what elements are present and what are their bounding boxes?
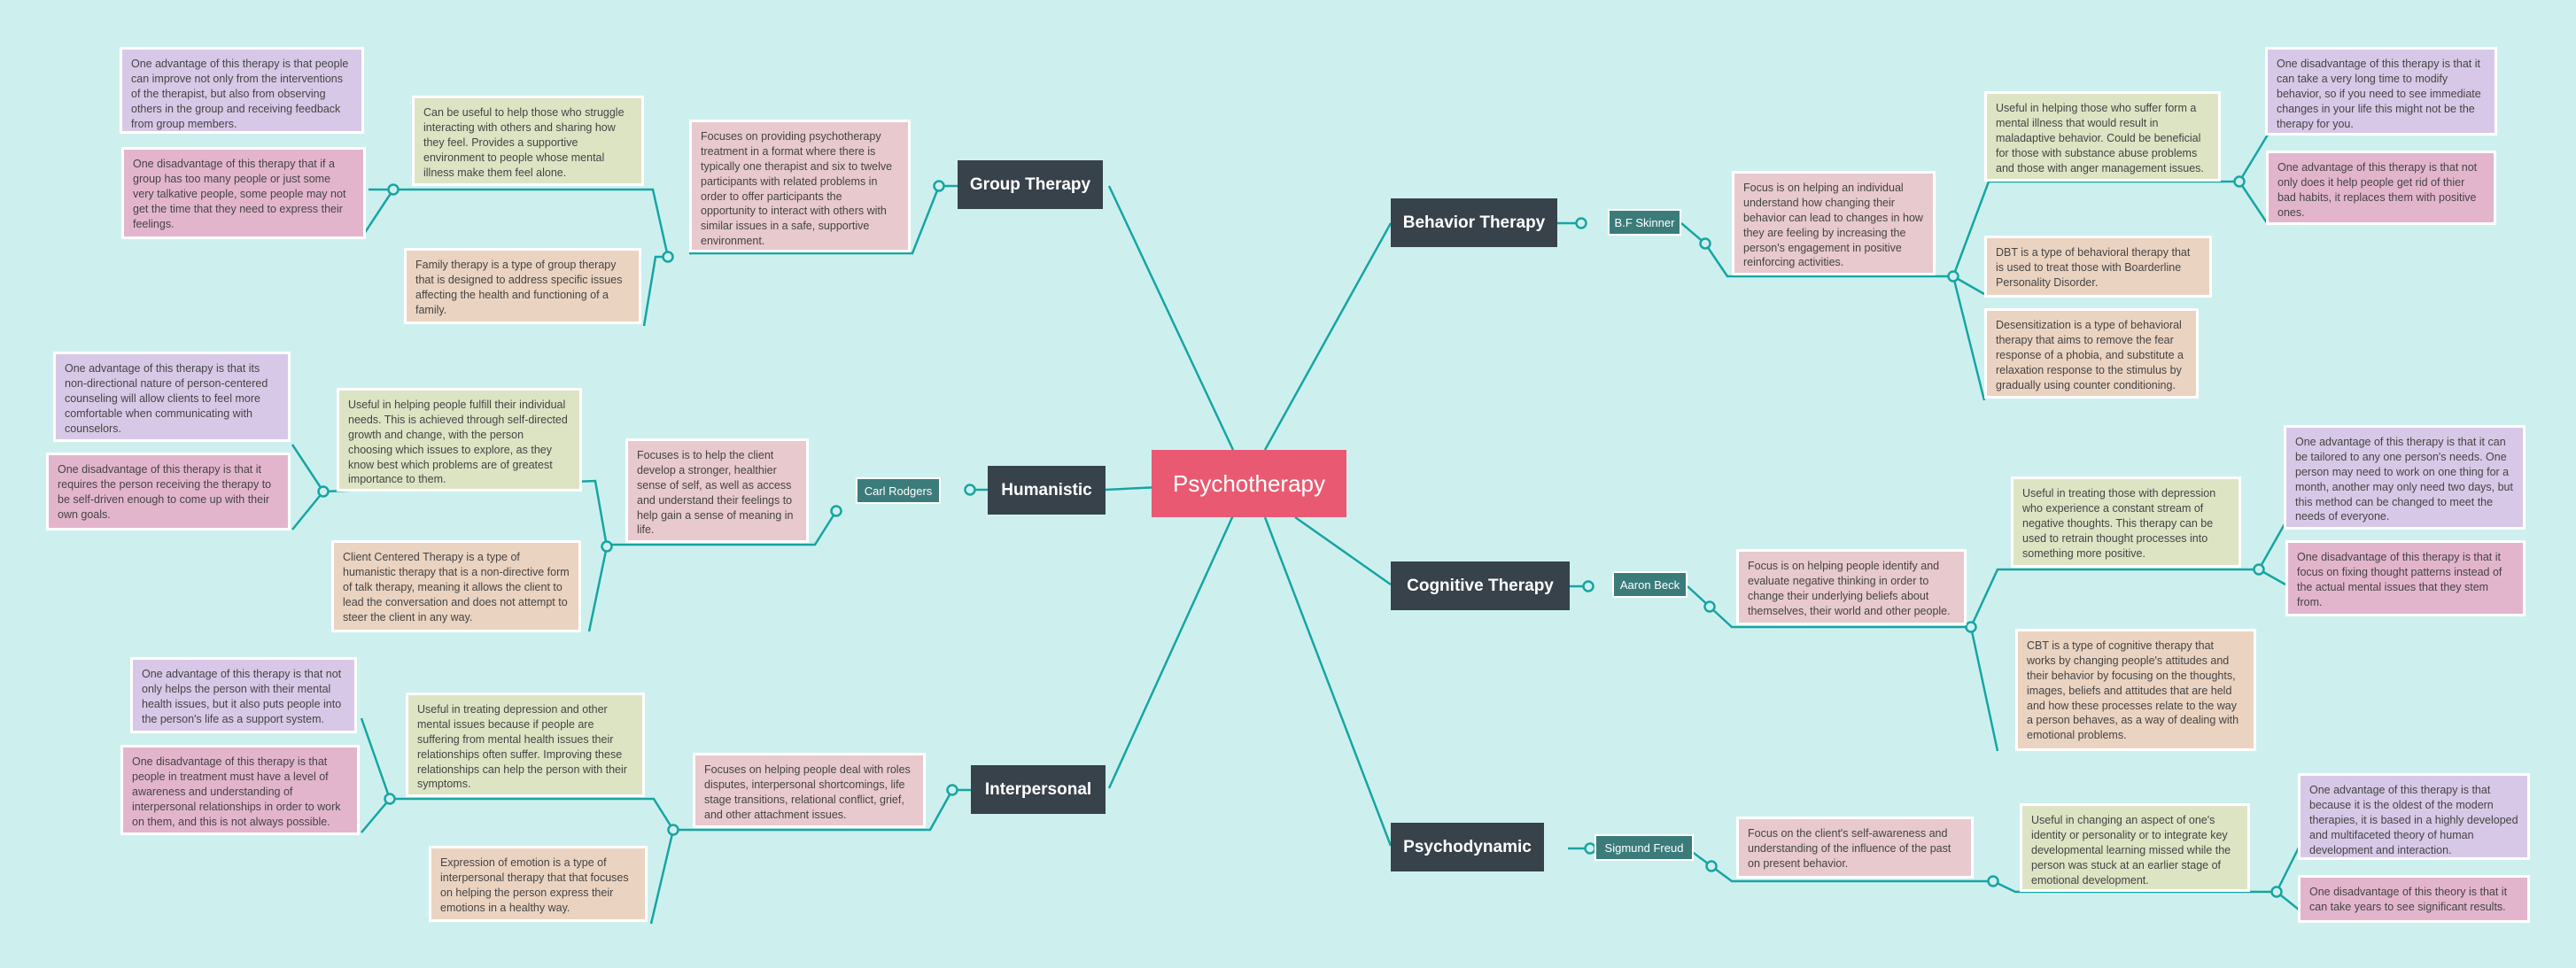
branch-group-therapy[interactable]: Group Therapy bbox=[958, 160, 1103, 209]
person-carl-rodgers[interactable]: Carl Rodgers bbox=[856, 477, 941, 504]
cognitive-therapy-focus-card[interactable]: Focus is on helping people identify and … bbox=[1736, 549, 1967, 625]
person-aaron-beck[interactable]: Aaron Beck bbox=[1612, 571, 1688, 598]
branch-cognitive-therapy[interactable]: Cognitive Therapy bbox=[1391, 561, 1570, 610]
humanistic-focus-card[interactable]: Focuses is to help the client develop a … bbox=[625, 438, 809, 543]
humanistic-disadvantage-card[interactable]: One disadvantage of this therapy is that… bbox=[46, 453, 291, 530]
behavior-therapy-type-desensitization-card[interactable]: Desensitization is a type of behavioral … bbox=[1984, 308, 2199, 399]
cognitive-therapy-disadvantage-card[interactable]: One disadvantage of this therapy is that… bbox=[2285, 540, 2526, 616]
interpersonal-type-card[interactable]: Expression of emotion is a type of inter… bbox=[429, 846, 648, 922]
cognitive-therapy-use-card[interactable]: Useful in treating those with depression… bbox=[2011, 476, 2241, 568]
central-topic[interactable]: Psychotherapy bbox=[1152, 450, 1346, 517]
behavior-therapy-advantage-card[interactable]: One advantage of this therapy is that no… bbox=[2266, 151, 2496, 225]
humanistic-use-card[interactable]: Useful in helping people fulfill their i… bbox=[337, 388, 582, 492]
group-therapy-use-card[interactable]: Can be useful to help those who struggle… bbox=[412, 96, 644, 186]
interpersonal-disadvantage-card[interactable]: One disadvantage of this therapy is that… bbox=[120, 745, 360, 835]
branch-behavior-therapy[interactable]: Behavior Therapy bbox=[1391, 198, 1557, 247]
humanistic-advantage-card[interactable]: One advantage of this therapy is that it… bbox=[53, 352, 291, 442]
branch-psychodynamic[interactable]: Psychodynamic bbox=[1391, 823, 1544, 871]
group-therapy-type-card[interactable]: Family therapy is a type of group therap… bbox=[404, 248, 641, 324]
psychodynamic-use-card[interactable]: Useful in changing an aspect of one's id… bbox=[2020, 803, 2250, 892]
behavior-therapy-type-dbt-card[interactable]: DBT is a type of behavioral therapy that… bbox=[1984, 236, 2212, 298]
branch-humanistic[interactable]: Humanistic bbox=[988, 466, 1106, 515]
behavior-therapy-focus-card[interactable]: Focus is on helping an individual unders… bbox=[1732, 171, 1936, 275]
interpersonal-use-card[interactable]: Useful in treating depression and other … bbox=[406, 693, 645, 797]
behavior-therapy-disadvantage-card[interactable]: One disadvantage of this therapy is that… bbox=[2265, 47, 2497, 136]
psychodynamic-disadvantage-card[interactable]: One disadvantage of this theory is that … bbox=[2298, 875, 2530, 923]
interpersonal-advantage-card[interactable]: One advantage of this therapy is that no… bbox=[130, 657, 357, 733]
branch-interpersonal[interactable]: Interpersonal bbox=[971, 765, 1106, 814]
psychodynamic-advantage-card[interactable]: One advantage of this therapy is that be… bbox=[2298, 773, 2530, 860]
group-therapy-disadvantage-card[interactable]: One disadvantage of this therapy that if… bbox=[121, 147, 366, 239]
person-bf-skinner[interactable]: B.F Skinner bbox=[1608, 209, 1681, 236]
person-sigmund-freud[interactable]: Sigmund Freud bbox=[1594, 834, 1694, 861]
behavior-therapy-use-card[interactable]: Useful in helping those who suffer form … bbox=[1984, 91, 2221, 182]
humanistic-type-card[interactable]: Client Centered Therapy is a type of hum… bbox=[331, 540, 581, 632]
group-therapy-advantage-card[interactable]: One advantage of this therapy is that pe… bbox=[120, 47, 364, 134]
group-therapy-focus-card[interactable]: Focuses on providing psychotherapy treat… bbox=[689, 120, 911, 252]
interpersonal-focus-card[interactable]: Focuses on helping people deal with role… bbox=[693, 753, 926, 828]
cognitive-therapy-type-card[interactable]: CBT is a type of cognitive therapy that … bbox=[2015, 629, 2256, 751]
psychodynamic-focus-card[interactable]: Focus on the client's self-awareness and… bbox=[1736, 817, 1974, 879]
cognitive-therapy-advantage-card[interactable]: One advantage of this therapy is that it… bbox=[2284, 425, 2526, 530]
